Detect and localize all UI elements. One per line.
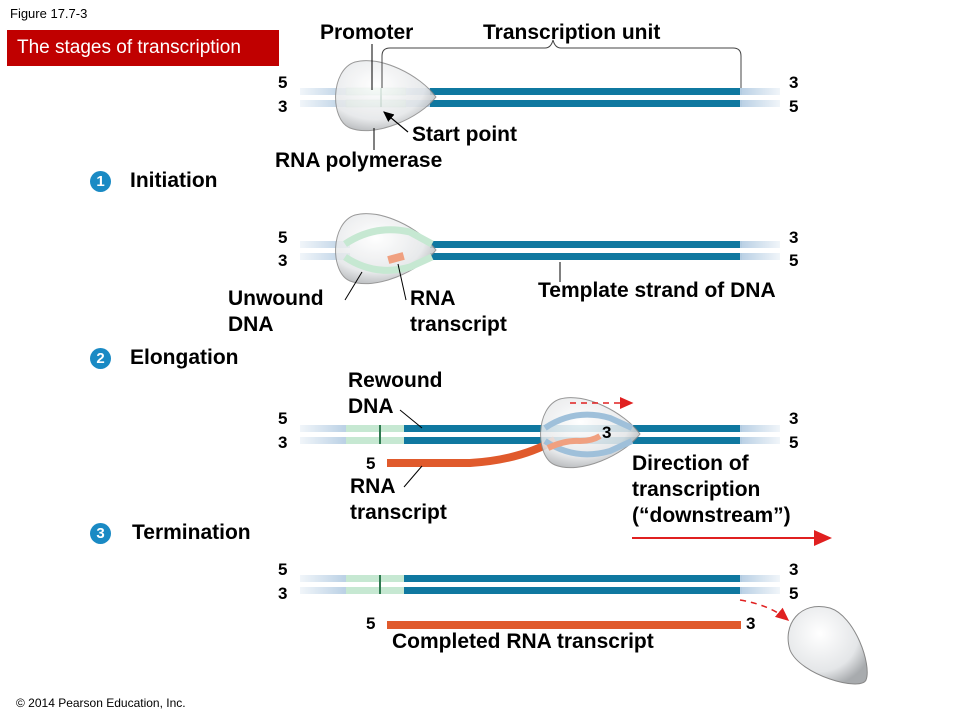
end-label: 5 (789, 584, 799, 603)
promoter-label: Promoter (320, 21, 414, 44)
completed-rna-label: Completed RNA transcript (392, 630, 654, 653)
end-label: 3 (278, 433, 288, 452)
label-line: DNA (228, 313, 274, 336)
end-label: 5 (278, 73, 288, 92)
end-label: 3 (278, 584, 288, 603)
end-label: 3 (789, 73, 799, 92)
rna-primer (387, 252, 405, 264)
transcription-unit-label: Transcription unit (483, 21, 661, 44)
stage-title: Termination (132, 521, 251, 544)
rna-pointer (403, 465, 423, 488)
rna-5-end: 5 (366, 614, 376, 633)
transcription-unit-bracket (381, 39, 742, 88)
rna-polymerase-label: RNA polymerase (275, 149, 443, 172)
start-point-arrow (383, 111, 409, 133)
end-label: 3 (789, 560, 799, 579)
unwound-pointer (344, 271, 363, 301)
template-strand-label: Template strand of DNA (538, 279, 776, 302)
label-line: Direction of (632, 452, 749, 475)
end-label: 3 (789, 409, 799, 428)
rna-transcript-label: RNA transcript (410, 286, 507, 338)
step-badge: 2 (90, 348, 111, 369)
unwound-top-strand (343, 226, 434, 248)
unwound-bottom-strand (343, 253, 434, 274)
label-line: transcript (350, 501, 447, 524)
rna-polymerase (335, 60, 437, 132)
rna-3-end: 3 (746, 614, 756, 633)
label-line: Unwound (228, 287, 324, 310)
rna-pointer (397, 263, 407, 301)
copyright: © 2014 Pearson Education, Inc. (16, 696, 186, 710)
direction-label: Direction of transcription (“downstream”… (632, 451, 791, 529)
label-line: transcription (632, 478, 761, 501)
rewound-pointer (399, 409, 423, 429)
stage-title: Initiation (130, 169, 218, 192)
rna-transcript-label: RNA transcript (350, 474, 447, 526)
stage-title: Elongation (130, 346, 239, 369)
end-label: 5 (789, 433, 799, 452)
step-badge: 3 (90, 523, 111, 544)
end-label: 5 (278, 560, 288, 579)
label-line: DNA (348, 395, 394, 418)
rna-5-end: 5 (366, 454, 376, 473)
title-banner: The stages of transcription (7, 30, 279, 66)
end-label: 3 (278, 97, 288, 116)
dna-overview (300, 39, 780, 150)
label-line: RNA (410, 287, 456, 310)
label-line: RNA (350, 475, 396, 498)
dna-initiation (300, 213, 780, 301)
rna-3-end: 3 (602, 423, 612, 442)
step-badge: 1 (90, 171, 111, 192)
figure-label: Figure 17.7-3 (10, 6, 88, 21)
label-line: transcript (410, 313, 507, 336)
dna-elongation (300, 397, 832, 546)
end-label: 3 (789, 228, 799, 247)
end-label: 3 (278, 251, 288, 270)
rewound-dna-label: Rewound DNA (348, 368, 443, 420)
end-label: 5 (789, 97, 799, 116)
label-line: (“downstream”) (632, 504, 791, 527)
completed-rna (387, 621, 741, 629)
start-point-label: Start point (412, 123, 517, 146)
unwound-dna-label: Unwound DNA (228, 286, 324, 338)
end-label: 5 (789, 251, 799, 270)
end-label: 5 (278, 228, 288, 247)
release-arrow (739, 599, 790, 621)
end-label: 5 (278, 409, 288, 428)
label-line: Rewound (348, 369, 443, 392)
released-polymerase (787, 606, 868, 685)
dna-termination (300, 575, 868, 685)
